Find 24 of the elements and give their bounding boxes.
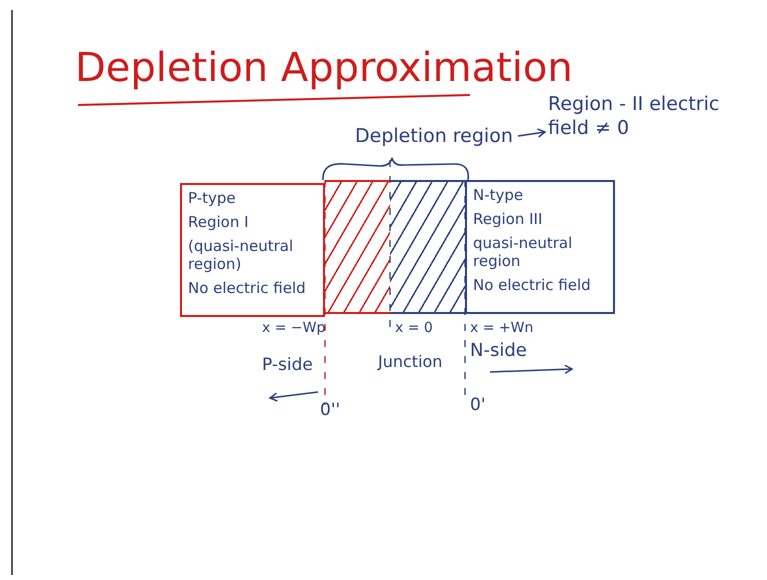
region-text: No electric field (473, 276, 592, 294)
region-text: N-type (473, 186, 524, 204)
origin-label: 0'' (320, 400, 340, 420)
region-text: P-type (188, 189, 237, 207)
side-label: N-side (470, 340, 527, 361)
depletion-band (390, 180, 465, 314)
title: Depletion Approximation (75, 45, 573, 91)
region-text: (quasi-neutral region) (188, 237, 294, 273)
side-label: P-side (262, 355, 313, 375)
position-label: x = −Wp (262, 320, 326, 336)
side-label: Junction (378, 352, 442, 371)
position-label: x = +Wn (470, 320, 534, 336)
depletion-label: Depletion region (355, 124, 515, 148)
position-label: x = 0 (395, 320, 433, 336)
region-box (180, 183, 325, 317)
region-text: Region III (473, 210, 544, 228)
region-text: No electric field (188, 279, 307, 297)
region-text: Region I (188, 213, 250, 231)
origin-label: 0' (470, 395, 486, 415)
region-box (465, 180, 615, 314)
arrow (518, 128, 546, 138)
depletion-band (325, 180, 390, 314)
region-label: Region - II electric field ≠ 0 (548, 92, 723, 140)
region-text: quasi-neutral region (473, 234, 574, 270)
